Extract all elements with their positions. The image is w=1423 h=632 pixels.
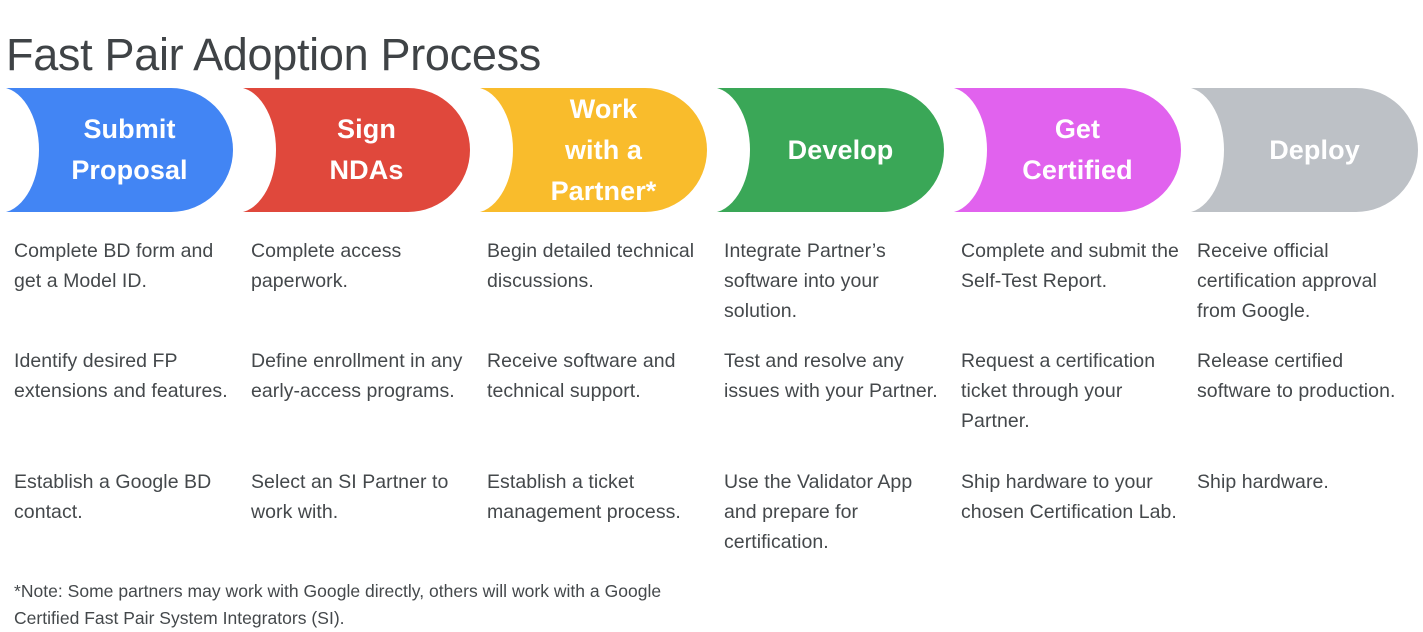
stage-chevron-get-certified[interactable]: Get Certified (947, 87, 1181, 213)
stage-detail-item: Identify desired FP extensions and featu… (14, 350, 228, 402)
stage-chevron-develop[interactable]: Develop (710, 87, 944, 213)
stage-detail-item: Release certified software to production… (1197, 350, 1396, 402)
stage-detail-item: Establish a ticket management process. (487, 471, 681, 523)
footnote-text: *Note: Some partners may work with Googl… (14, 581, 662, 628)
stage-detail-columns: Complete BD form and get a Model ID. Ide… (0, 236, 1423, 556)
stage-label: Sign NDAs (329, 114, 404, 185)
stage-detail-item: Ship hardware to your chosen Certificati… (961, 471, 1177, 523)
stage-detail-item: Complete and submit the Self-Test Report… (961, 240, 1179, 292)
stage-detail-item: Test and resolve any issues with your Pa… (724, 350, 938, 402)
stage-detail-item: Ship hardware. (1197, 471, 1329, 493)
stage-detail-item: Use the Validator App and prepare for ce… (724, 471, 913, 553)
stage-detail-item: Begin detailed technical discussions. (487, 240, 695, 292)
stage-chevron-submit-proposal[interactable]: Submit Proposal (0, 87, 233, 213)
stage-detail-item: Receive software and technical support. (487, 350, 676, 402)
stage-label: Submit Proposal (71, 114, 188, 185)
process-chevron-band: Submit Proposal Sign NDAs Work with a Pa… (0, 87, 1423, 213)
stage-detail-item: Select an SI Partner to work with. (251, 471, 449, 523)
stage-detail-item: Receive official certification approval … (1197, 240, 1377, 322)
page-title: Fast Pair Adoption Process (6, 29, 541, 81)
stage-label: Work with a Partner* (550, 93, 657, 206)
stage-detail-item: Define enrollment in any early-access pr… (251, 350, 463, 402)
stage-detail-item: Complete access paperwork. (251, 240, 402, 292)
stage-label: Deploy (1269, 134, 1360, 165)
stage-chevron-work-with-a-partner[interactable]: Work with a Partner* (473, 87, 707, 213)
stage-label: Get Certified (1022, 114, 1133, 185)
stage-detail-item: Integrate Partner’s software into your s… (724, 240, 886, 322)
stage-detail-item: Request a certification ticket through y… (961, 350, 1156, 432)
stage-detail-item: Complete BD form and get a Model ID. (14, 240, 214, 292)
stage-chevron-deploy[interactable]: Deploy (1184, 87, 1418, 213)
stage-detail-item: Establish a Google BD contact. (14, 471, 212, 523)
stage-chevron-sign-ndas[interactable]: Sign NDAs (236, 87, 470, 213)
stage-label: Develop (787, 134, 894, 165)
